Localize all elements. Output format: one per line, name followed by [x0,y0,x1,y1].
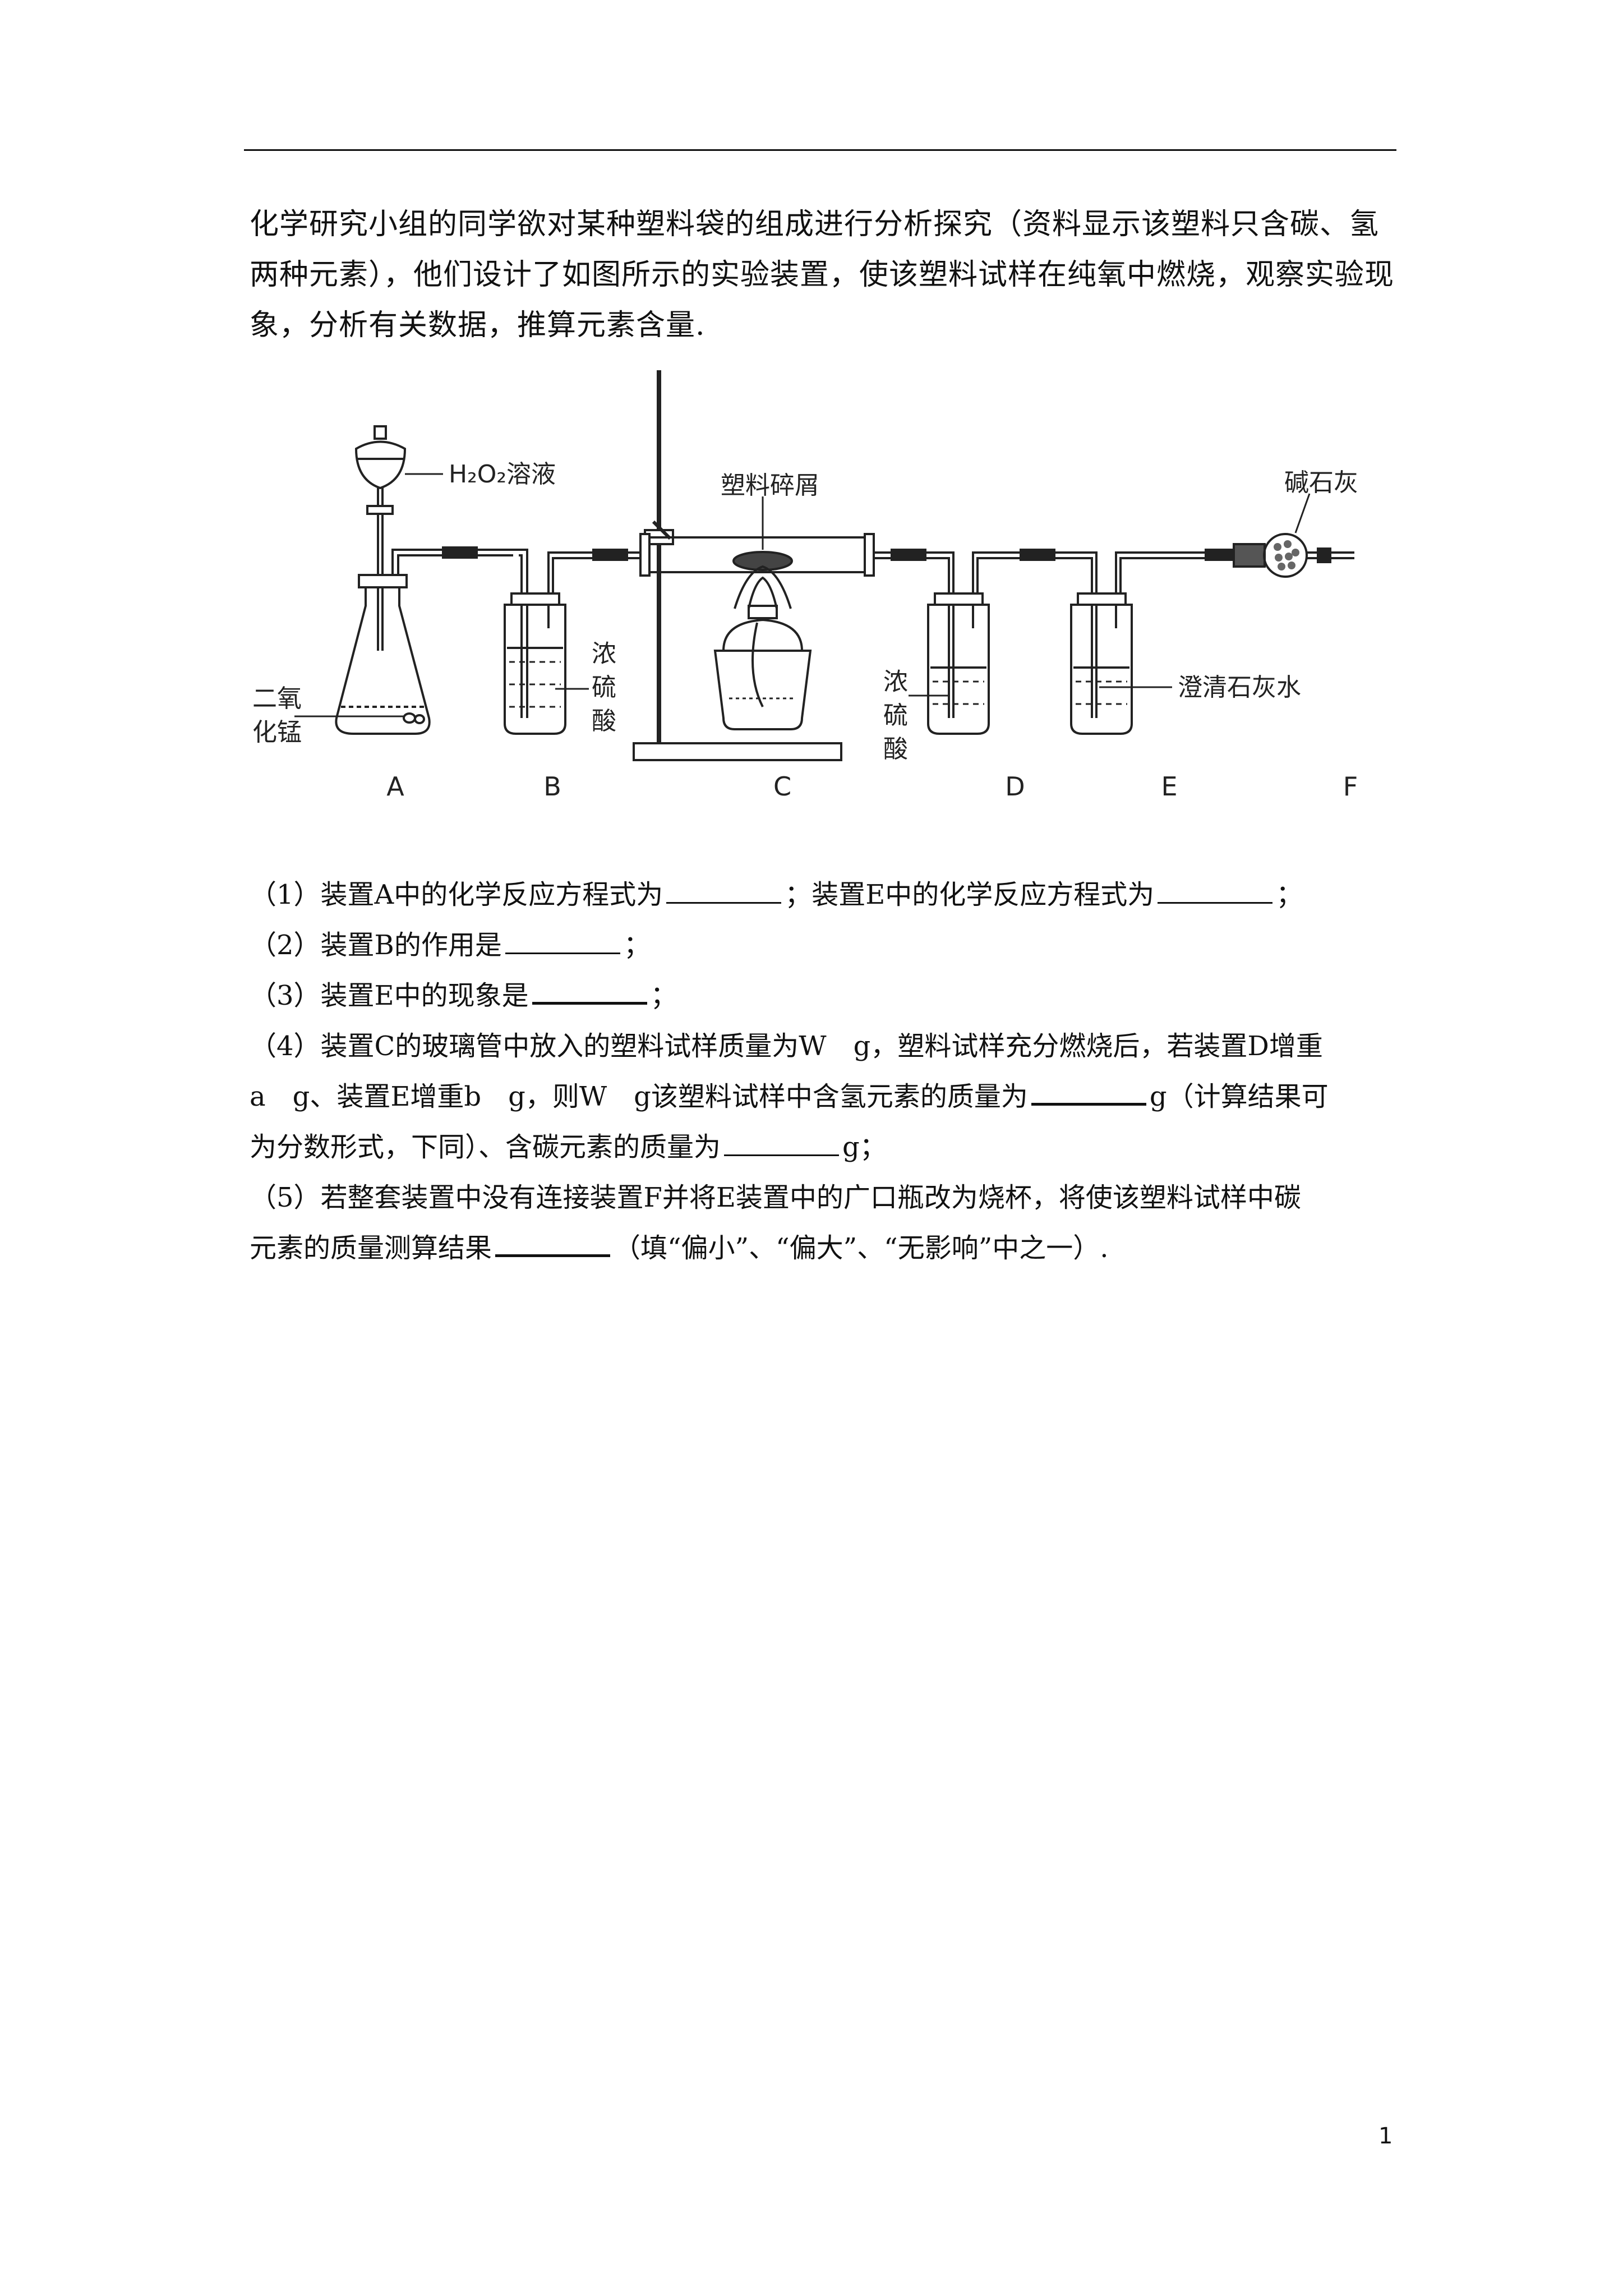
answer-blank-5[interactable] [495,1233,611,1257]
apparatus-figure: H₂O₂溶液 塑料碎屑 碱石灰 二氧 化锰 浓 硫 酸 浓 硫 酸 澄清石灰水 … [241,359,1408,819]
answer-blank-1b[interactable] [1158,881,1273,904]
label-h2so4-b-1: 浓 [592,639,616,668]
label-mno2-1: 二氧 [252,684,302,713]
label-c: C [773,771,791,802]
apparatus-e [1070,551,1206,735]
label-f: F [1343,771,1358,802]
answer-blank-4a[interactable] [1031,1082,1146,1106]
apparatus-c [633,370,875,761]
label-h2so4-b-2: 硫 [592,673,616,702]
question-1: （1）装置A中的化学反应方程式为；装置E中的化学反应方程式为； [250,879,1303,910]
intro-paragraph: 化学研究小组的同学欲对某种塑料袋的组成进行分析探究（资料显示该塑料只含碳、氢两种… [250,208,1395,342]
label-h2so4-d-2: 硫 [883,701,908,730]
answer-blank-2[interactable] [505,931,620,954]
apparatus-d [909,551,1021,735]
label-e: E [1161,771,1177,802]
label-h2o2: H₂O₂溶液 [449,460,556,489]
question-3: （3）装置E中的现象是； [250,980,677,1011]
page-number: 1 [1378,2123,1393,2149]
apparatus-b [504,551,600,735]
question-4: （4）装置C的玻璃管中放入的塑料试样质量为W g，塑料试样充分燃烧后，若装置D增… [250,1030,1329,1163]
answer-blank-3[interactable] [532,981,647,1005]
question-2: （2）装置B的作用是； [250,930,651,961]
answer-blank-4b[interactable] [724,1133,840,1156]
label-h2so4-d-1: 浓 [883,668,908,696]
label-b: B [543,771,561,802]
label-mno2-2: 化锰 [252,718,302,747]
label-limewater: 澄清石灰水 [1178,673,1301,702]
label-plastic: 塑料碎屑 [721,471,819,500]
apparatus-f [1233,533,1354,578]
question-5: （5）若整套装置中没有连接装置F并将E装置中的广口瓶改为烧杯，将使该塑料试样中碳… [250,1182,1301,1264]
label-a: A [386,771,404,802]
label-soda-lime: 碱石灰 [1284,468,1358,497]
label-h2so4-b-3: 酸 [592,707,616,735]
label-d: D [1005,771,1025,802]
answer-blank-1a[interactable] [666,881,782,904]
header-rule [244,149,1396,151]
label-h2so4-d-3: 酸 [883,735,908,763]
apparatus-a [335,425,443,735]
